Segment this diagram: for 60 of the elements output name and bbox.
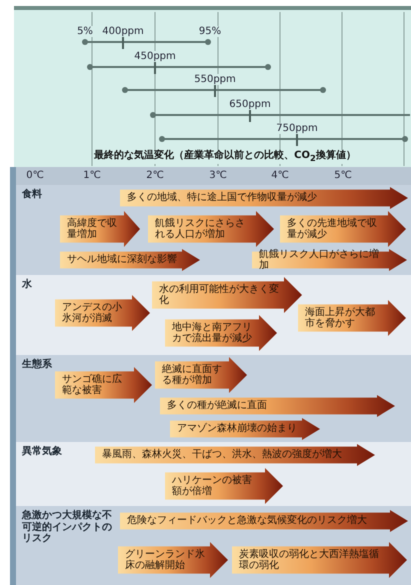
range-label: 95% <box>198 26 222 37</box>
range-label: 5% <box>76 26 94 37</box>
arrow-text: ハリケーンの被害額が倍増 <box>172 474 253 499</box>
trend-banner <box>55 295 150 331</box>
tick-label: 5℃ <box>334 170 352 181</box>
trend-banner <box>252 249 407 271</box>
arrow-text: サヘル地域に深刻な影響 <box>67 252 177 268</box>
trend-banner <box>60 211 140 247</box>
range-label: 550ppm <box>193 74 237 85</box>
arrow-text: 絶滅に直面する種が増加 <box>162 362 223 388</box>
arrow-text: 炭素吸収の弱化と大西洋熱塩循環の弱化 <box>239 548 380 573</box>
arrow-text: 水の利用可能性が大きく変化 <box>159 282 279 308</box>
range-label: 750ppm <box>275 123 319 134</box>
trend-banner <box>170 418 320 440</box>
row-label: 異常気象 <box>22 446 63 458</box>
row-label: 食料 <box>22 189 43 200</box>
arrow-text: 地中海と南アフリカで流出量が減少 <box>172 320 253 346</box>
category-band <box>16 185 411 275</box>
trend-banner <box>298 300 406 336</box>
category-band <box>16 355 411 442</box>
tick-label: 4℃ <box>271 170 289 181</box>
tick-label: 3℃ <box>209 170 227 181</box>
trend-banner <box>232 542 407 578</box>
row-label: 水 <box>22 279 33 290</box>
arrow-text: 飢餓リスクにさらされる人口が増加 <box>155 216 246 242</box>
trend-banner <box>55 367 152 403</box>
range-label: 400ppm <box>101 26 145 37</box>
arrow-text: アンデスの小氷河が消滅 <box>62 300 123 326</box>
trend-banner <box>120 510 408 532</box>
trend-banner <box>60 249 200 271</box>
category-band <box>16 275 411 355</box>
trend-banner <box>95 444 375 466</box>
trend-banner <box>148 211 274 247</box>
tick-label: 1℃ <box>83 170 101 181</box>
arrow-text: 多くの地域、特に途上国で作物収量が減少 <box>127 190 318 206</box>
row-label: 急激かつ大規模な不可逆的インパクトのリスク <box>22 510 113 544</box>
arrow-text: 危険なフィードバックと急激な気候変化のリスク増大 <box>127 514 368 528</box>
trend-banner <box>118 542 228 578</box>
arrow-text: 高緯度で収量増加 <box>67 216 118 242</box>
trend-banner <box>165 468 283 504</box>
trend-banner <box>155 357 247 393</box>
arrow-text: 多くの種が絶滅に直面 <box>167 398 268 414</box>
arrow-text: 暴風雨、森林火災、干ばつ、洪水、熱波の強度が増大 <box>102 448 343 462</box>
category-band <box>16 442 411 506</box>
trend-banner <box>152 277 302 313</box>
tick-label: 2℃ <box>146 170 164 181</box>
arrow-text: 多くの先進地域で収量が減少 <box>287 216 378 242</box>
range-label: 450ppm <box>133 51 177 62</box>
category-band <box>16 506 411 585</box>
trend-banner <box>160 395 395 417</box>
trend-banner <box>165 315 277 351</box>
range-label: 650ppm <box>228 99 272 110</box>
arrow-text: サンゴ礁に広範な被害 <box>62 372 123 398</box>
arrow-text: グリーンランド氷床の融解開始 <box>125 548 205 573</box>
trend-banner <box>120 187 408 209</box>
trend-banner <box>280 211 406 247</box>
tick-label: 0℃ <box>26 170 44 181</box>
arrow-text: 海面上昇が大都市を脅かす <box>305 306 376 331</box>
arrow-text: アマゾン森林崩壊の始まり <box>177 422 297 436</box>
row-label: 生態系 <box>22 359 53 370</box>
